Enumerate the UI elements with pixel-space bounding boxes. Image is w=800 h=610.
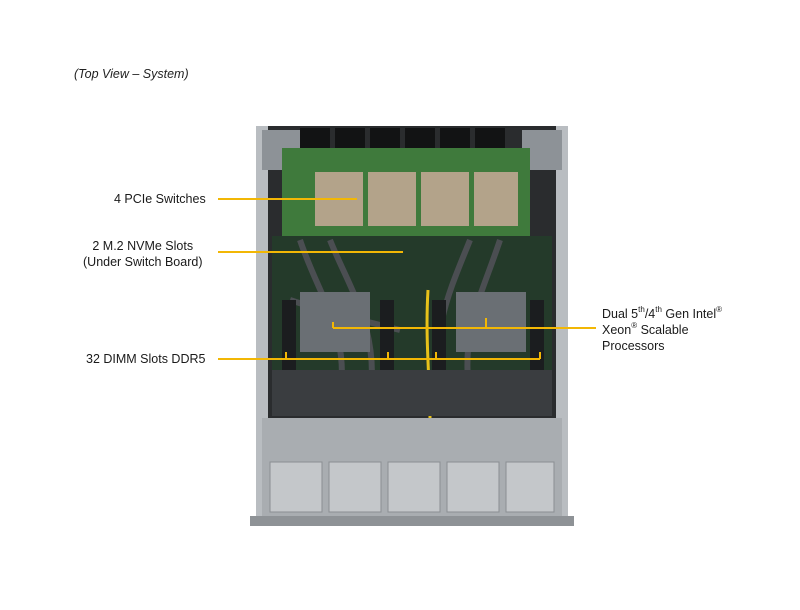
label-cpu-sup1: th — [638, 304, 645, 314]
front-bezel — [250, 516, 574, 526]
label-m2-nvme-slots: 2 M.2 NVMe Slots (Under Switch Board) — [83, 238, 203, 270]
figure-caption: (Top View – System) — [74, 67, 189, 81]
label-cpu-reg1: ® — [716, 304, 723, 314]
rear-connectors — [300, 128, 505, 150]
label-cpu-slash: /4 — [644, 307, 656, 321]
label-cpu-line3: Processors — [602, 339, 665, 353]
label-m2-line2: (Under Switch Board) — [83, 255, 203, 269]
drive-carriers — [269, 461, 555, 513]
cpu-socket-right — [456, 292, 526, 352]
label-cpu-reg2: ® — [631, 320, 638, 330]
cpu-socket-left — [300, 292, 370, 352]
label-pcie-switches: 4 PCIe Switches — [114, 192, 206, 206]
label-cpu-gen: Gen Intel — [661, 307, 717, 321]
label-cpu-sup2: th — [655, 304, 662, 314]
callout-lines — [218, 198, 596, 360]
label-dimm-slots: 32 DIMM Slots DDR5 — [86, 352, 206, 366]
label-cpu-line1: Dual 5th/4th Gen Intel® — [602, 304, 723, 322]
label-cpu-xeon: Xeon — [602, 323, 632, 337]
label-cpu-dual: Dual 5 — [602, 307, 639, 321]
fan-area — [272, 370, 552, 416]
label-m2-line1: 2 M.2 NVMe Slots — [92, 239, 194, 253]
label-cpu-scalable: Scalable — [637, 323, 689, 337]
label-cpu-line2: Xeon® Scalable — [602, 320, 722, 338]
label-processors: Dual 5th/4th Gen Intel® Xeon® Scalable P… — [602, 304, 723, 354]
